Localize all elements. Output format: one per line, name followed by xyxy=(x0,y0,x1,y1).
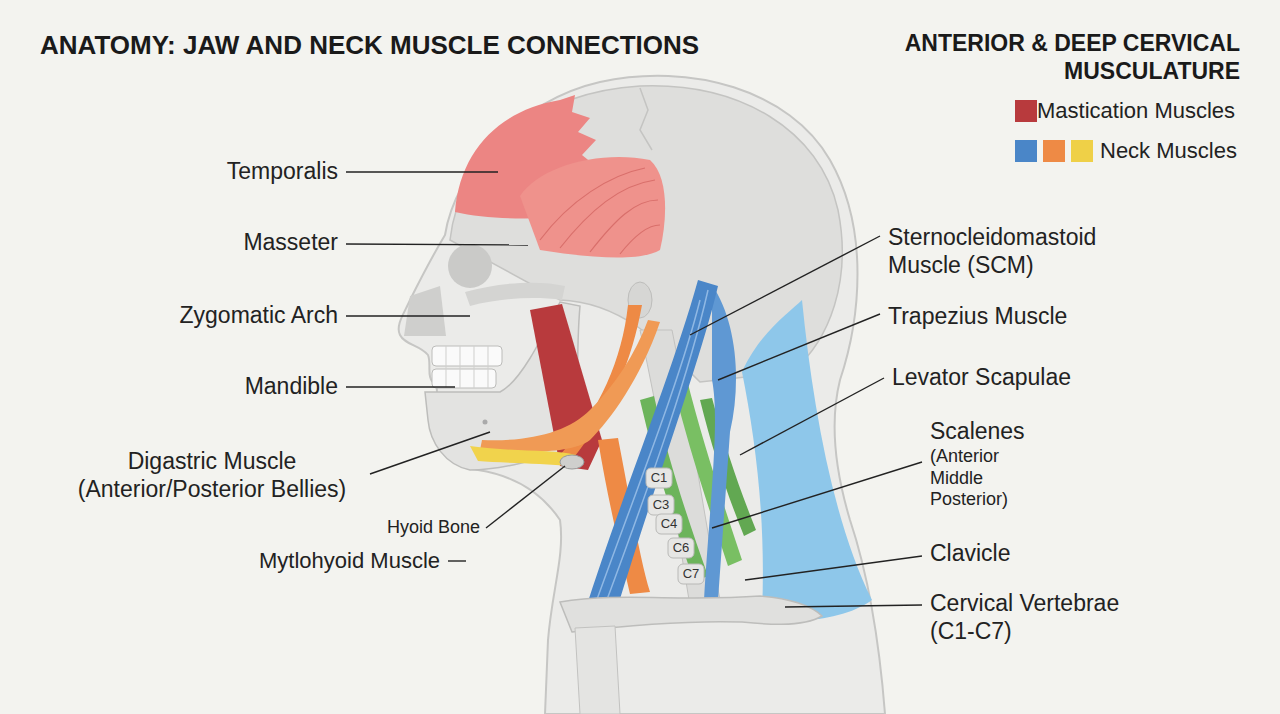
sternum xyxy=(575,626,620,714)
nasal-bone xyxy=(404,286,446,336)
legend-text: Neck Muscles xyxy=(1100,138,1237,164)
legend-swatch xyxy=(1015,140,1037,162)
part-label: Levator Scapulae xyxy=(892,364,1071,392)
vertebra xyxy=(656,514,682,534)
part-label: Clavicle xyxy=(930,540,1011,568)
part-label: Mandible xyxy=(245,373,338,401)
mental-foramen xyxy=(483,420,488,425)
lower-teeth xyxy=(432,369,496,388)
orange-muscle xyxy=(480,320,660,452)
vertebra-label: C4 xyxy=(661,516,678,532)
skull-suture xyxy=(640,88,652,150)
legend-swatch-yellow xyxy=(1071,140,1093,162)
vertebra xyxy=(668,538,694,558)
vertebra-label: C7 xyxy=(683,566,700,582)
diagram-title: ANATOMY: JAW AND NECK MUSCLE CONNECTIONS xyxy=(40,30,699,61)
part-label: Cervical Vertebrae (C1-C7) xyxy=(930,590,1170,645)
upper-teeth xyxy=(432,346,502,366)
part-label: Masseter xyxy=(243,229,338,257)
vertebra-label: C3 xyxy=(653,497,670,513)
legend-heading: ANTERIOR & DEEP CERVICAL MUSCULATURE xyxy=(890,30,1240,85)
trapezius-muscle xyxy=(704,285,736,600)
teeth-lines xyxy=(446,346,488,388)
vertebra xyxy=(646,468,672,488)
part-label: Temporalis xyxy=(227,158,338,186)
masseter-muscle xyxy=(520,157,665,258)
orbit xyxy=(448,244,492,288)
leader-lines xyxy=(346,172,922,607)
masseter-striations xyxy=(540,168,660,254)
part-label: Hyoid Bone xyxy=(387,517,480,539)
legend-swatch-orange xyxy=(1043,140,1065,162)
part-label: Sternocleidomastoid Muscle (SCM) xyxy=(888,224,1148,279)
zygomatic-arch-bone xyxy=(465,283,565,306)
scm-highlight xyxy=(595,290,708,605)
legend-text: Mastication Muscles xyxy=(1037,98,1235,124)
part-label: Digastric Muscle (Anterior/Posterior Bel… xyxy=(62,448,362,503)
vertebra-label: C6 xyxy=(673,540,690,556)
vertebra xyxy=(648,495,674,515)
part-label: Trapezius Muscle xyxy=(888,303,1067,331)
part-sublabel: (Anterior Middle Posterior) xyxy=(930,446,1030,511)
vertebra-label: C1 xyxy=(651,470,668,486)
part-label: Zygomatic Arch xyxy=(180,302,339,330)
part-label: Mytlohyoid Muscle xyxy=(259,548,440,574)
vertebra xyxy=(678,564,704,584)
legend-swatch xyxy=(1015,100,1037,122)
part-label: Scalenes xyxy=(930,418,1025,446)
